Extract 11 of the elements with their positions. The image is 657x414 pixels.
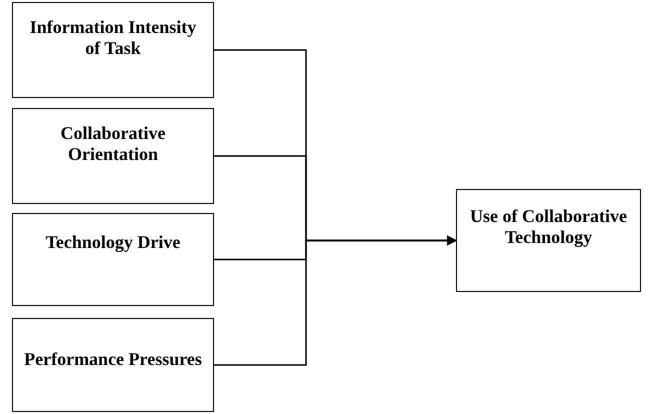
text-box (12, 213, 214, 306)
box-label: Collaborative Orientation (60, 123, 166, 165)
text-box (456, 189, 641, 292)
box-label: Use of Collaborative Technology (469, 206, 628, 248)
box-label: Information Intensity of Task (28, 17, 198, 59)
box-label: Technology Drive (44, 232, 182, 253)
text-box (12, 108, 214, 204)
connector-arrow (214, 236, 457, 366)
text-box (12, 2, 214, 98)
text-box (12, 318, 214, 412)
box-label: Performance Pressures (23, 349, 203, 370)
